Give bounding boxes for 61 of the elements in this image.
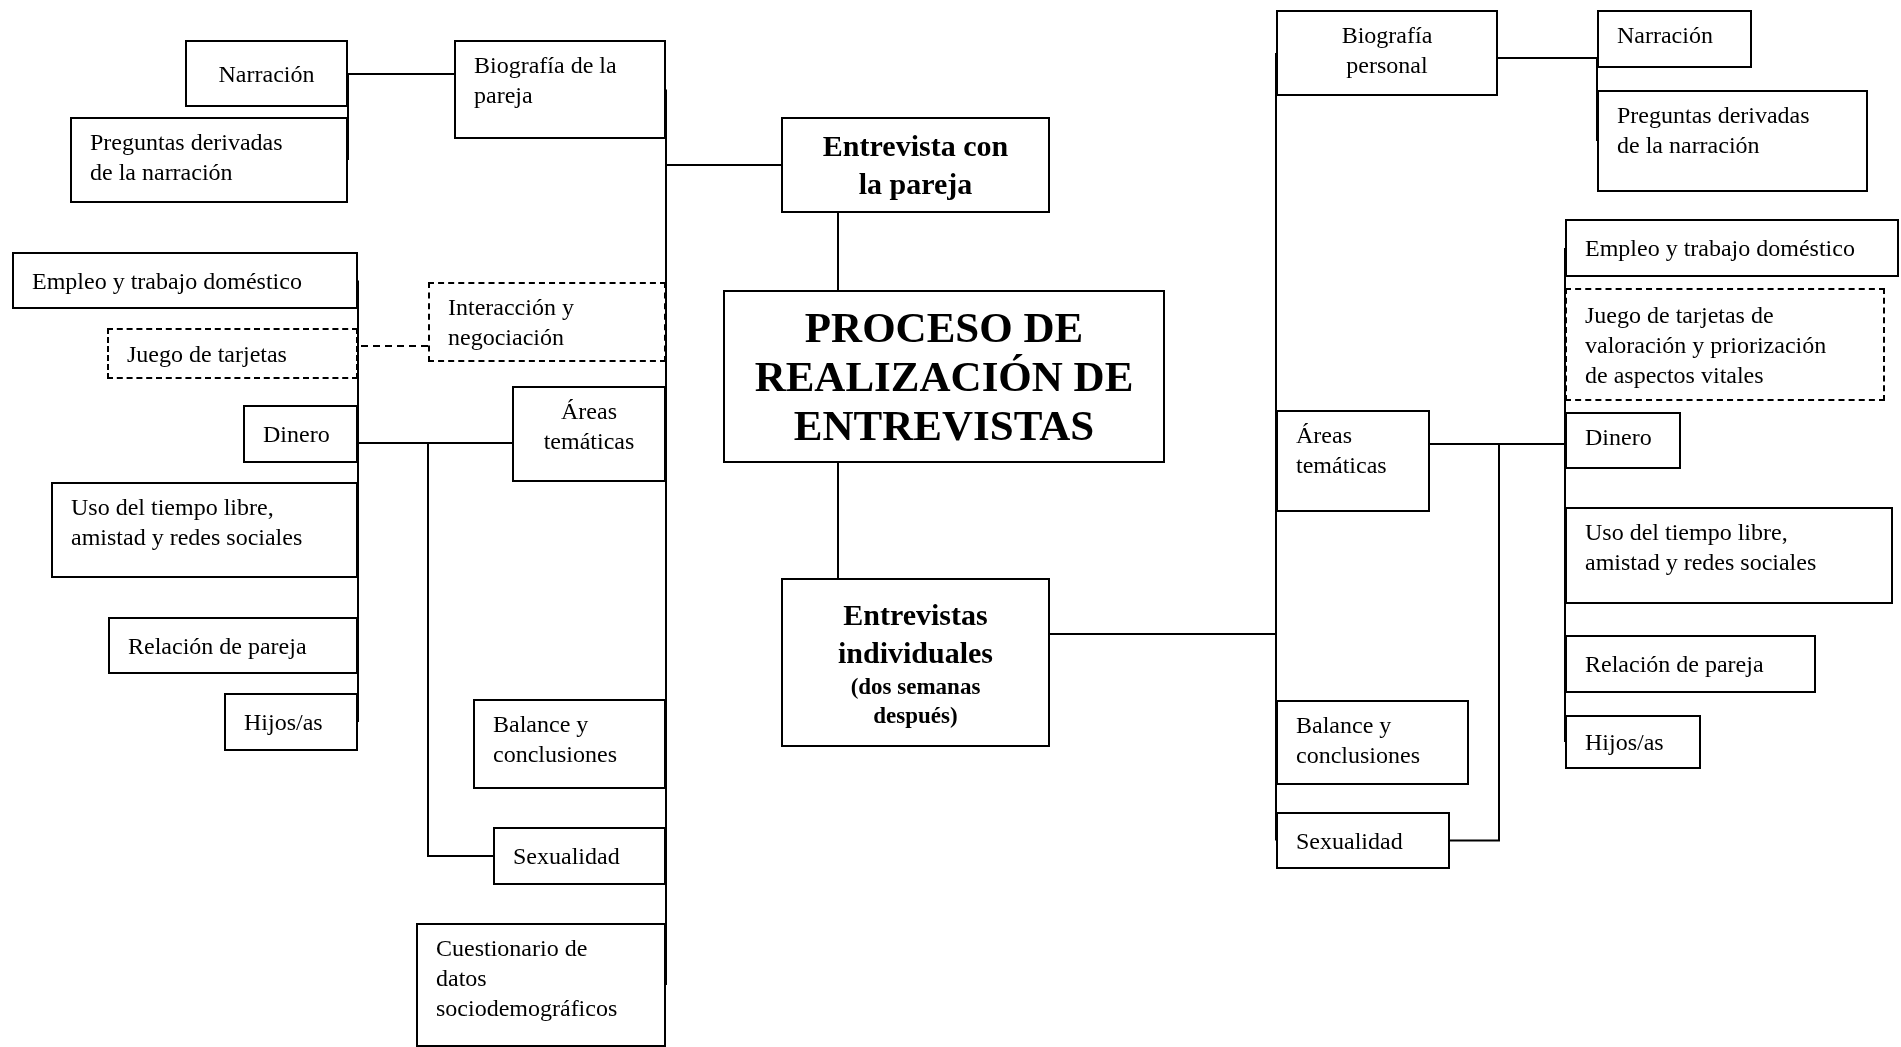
heading: Entrevista con la pareja: [821, 128, 1010, 202]
topic-label: Preguntas derivadas de la narración: [90, 128, 284, 187]
topic-box: [1565, 412, 1681, 469]
topic-label: Empleo y trabajo doméstico: [32, 266, 303, 296]
topic-label: Cuestionario de datos sociodemográficos: [436, 934, 619, 1023]
topic-box: [1565, 715, 1701, 769]
topic-label: Interacción y negociación: [448, 293, 575, 352]
topic-label: Uso del tiempo libre, amistad y redes sociales: [1585, 518, 1818, 577]
topic-label: Narración: [1617, 21, 1714, 50]
topic-box: [1565, 635, 1816, 693]
dashed-topic-box: [1565, 288, 1885, 401]
topic-box: [1597, 10, 1752, 68]
topic-box: [493, 827, 666, 885]
topic-label: Áreas temáticas: [542, 397, 636, 456]
connector: [837, 212, 839, 291]
topic-box: [1565, 219, 1899, 277]
topic-box: [70, 117, 348, 203]
topic-label: Sexualidad: [513, 842, 621, 871]
topic-box: [1565, 507, 1893, 604]
topic-label: Relación de pareja: [128, 631, 308, 661]
dashed-topic-box: [107, 328, 358, 379]
topic-label: Juego de tarjetas de valoración y priorización de aspectos vitales: [1585, 300, 1828, 390]
topic-label: Preguntas derivadas de la narración: [1617, 101, 1811, 160]
topic-label: Hijos/as: [244, 708, 324, 737]
dashed-topic-box: [428, 282, 666, 362]
topic-box: [243, 405, 358, 463]
topic-box: [473, 699, 666, 789]
heading: PROCESO DE REALIZACIÓN DE ENTREVISTAS: [753, 303, 1135, 450]
topic-box: [224, 693, 358, 751]
topic-box: [185, 40, 348, 107]
topic-box: [416, 923, 666, 1047]
topic-box: [723, 290, 1165, 463]
topic-label: Dinero: [1585, 423, 1653, 452]
connector: [837, 462, 839, 579]
topic-box: [1276, 700, 1469, 785]
topic-label: Hijos/as: [1585, 728, 1665, 757]
topic-box: [108, 617, 358, 674]
topic-label: Biografía personal: [1340, 21, 1434, 80]
topic-box: [12, 252, 358, 309]
topic-box: [512, 386, 666, 482]
topic-label: Narración: [218, 59, 315, 89]
topic-box: [781, 117, 1050, 213]
topic-label: Sexualidad: [1296, 826, 1404, 856]
topic-box: [51, 482, 358, 578]
topic-label: Biografía de la pareja: [474, 51, 618, 110]
topic-box: [454, 40, 666, 139]
heading: Entrevistas individuales: [836, 596, 995, 671]
topic-label: Balance y conclusiones: [1296, 711, 1421, 770]
topic-label: Empleo y trabajo doméstico: [1585, 234, 1856, 263]
topic-label: Relación de pareja: [1585, 650, 1765, 679]
topic-box: [781, 578, 1050, 747]
topic-box: [1597, 90, 1868, 192]
topic-label: Uso del tiempo libre, amistad y redes sociales: [71, 493, 304, 552]
topic-label: Balance y conclusiones: [493, 710, 618, 769]
topic-label: Dinero: [263, 420, 331, 449]
topic-label: Juego de tarjetas: [127, 339, 288, 369]
subheading: (dos semanas después): [849, 672, 982, 730]
topic-label: Áreas temáticas: [1296, 421, 1388, 480]
topic-box: [1276, 812, 1450, 869]
topic-box: [1276, 410, 1430, 512]
topic-box: [1276, 10, 1498, 96]
